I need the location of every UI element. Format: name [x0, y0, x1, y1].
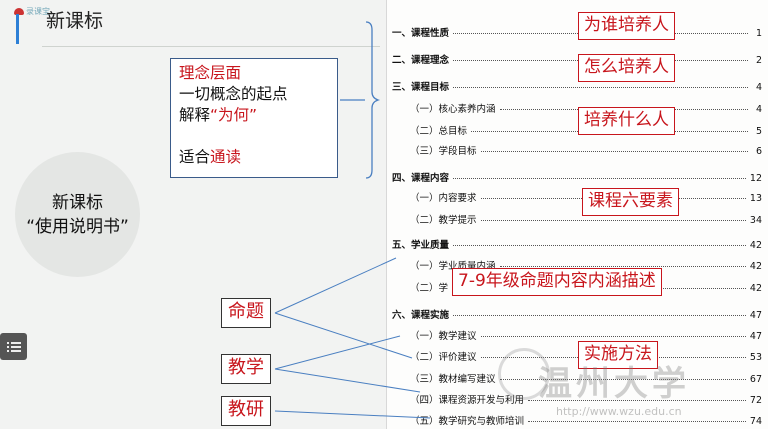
toc-row: （五）教学研究与教师培训 74	[410, 416, 762, 428]
concept-line-4-highlight: 通读	[210, 148, 242, 166]
label-mingti: 命题	[221, 298, 271, 328]
callout-miaoshu: 7-9年级命题内容内涵描述	[452, 268, 662, 296]
toc-row-page: 42	[749, 240, 762, 251]
toc-row: 四、课程内容 12	[392, 173, 762, 185]
toc-row: 一、课程性质 1	[392, 28, 762, 40]
toc-row-leader	[480, 151, 748, 152]
toc-row-title: （五）教学研究与教师培训	[410, 416, 525, 427]
toc-row-leader	[453, 315, 746, 316]
university-seal-watermark	[498, 348, 550, 400]
callout-zenme: 怎么培养人	[578, 54, 675, 82]
toc-row-leader	[480, 336, 746, 337]
toc-row-title: （二）评价建议	[410, 352, 477, 363]
toc-row-page: 47	[749, 331, 762, 342]
toc-row: （三）学段目标 6	[410, 146, 762, 158]
toc-row-title: （一）核心素养内涵	[410, 104, 496, 115]
toc-row-leader	[528, 400, 746, 401]
callout-shenme: 培养什么人	[578, 107, 675, 135]
toc-row: （一）学业质量内涵 42	[410, 261, 762, 273]
label-jiaoxue: 教学	[221, 354, 271, 384]
cloud-logo-icon	[14, 8, 24, 15]
toc-row: （一）教学建议 47	[410, 331, 762, 343]
toc-row: 二、课程理念 2	[392, 55, 762, 67]
list-button[interactable]	[0, 333, 27, 360]
toc-row-title: 三、课程目标	[392, 82, 450, 93]
toc-row: 五、学业质量 42	[392, 240, 762, 252]
toc-row-title: 一、课程性质	[392, 28, 450, 39]
concept-box: 理念层面 一切概念的起点 解释“为何” 适合通读	[170, 58, 338, 178]
callout-fangfa: 实施方法	[578, 341, 658, 369]
toc-row-title: （四）课程资源开发与利用	[410, 395, 525, 406]
concept-line-3-highlight: “为何”	[210, 106, 258, 124]
concept-line-2: 一切概念的起点	[179, 85, 288, 103]
toc-row-title: （二）总目标	[410, 126, 468, 137]
circle-line-1: 新课标	[52, 192, 103, 213]
toc-row-page: 4	[755, 82, 762, 93]
toc-row-title: （一）内容要求	[410, 193, 477, 204]
toc-row-title: 四、课程内容	[392, 173, 450, 184]
app-logo-text: 录课宝	[26, 7, 50, 16]
toc-row-leader	[453, 245, 746, 246]
concept-spacer	[179, 126, 329, 147]
toc-row-title: （一）教学建议	[410, 331, 477, 342]
toc-row-leader	[499, 266, 746, 267]
toc-row: （二）教学提示 34	[410, 215, 762, 227]
toc-row-leader	[499, 379, 746, 380]
toc-row-page: 6	[755, 146, 762, 157]
toc-row-title: （三）学段目标	[410, 146, 477, 157]
concept-line-3: 解释“为何”	[179, 105, 329, 126]
concept-line-1: 理念层面	[179, 64, 242, 82]
concept-line-3-prefix: 解释	[179, 106, 211, 124]
title-divider	[42, 46, 380, 47]
callout-liuyaosu: 课程六要素	[582, 188, 679, 216]
toc-row-page: 72	[749, 395, 762, 406]
concept-line-4: 适合通读	[179, 147, 329, 168]
concept-line-4-prefix: 适合	[179, 148, 211, 166]
toc-row-leader	[453, 87, 748, 88]
circle-line-2: “使用说明书”	[26, 216, 129, 237]
toc-row-page: 47	[749, 310, 762, 321]
toc-row-leader	[453, 178, 746, 179]
toc-row-page: 13	[749, 193, 762, 204]
toc-row: （四）课程资源开发与利用 72	[410, 395, 762, 407]
page-title: 新课标	[46, 10, 104, 32]
label-jiaoyan: 教研	[221, 396, 271, 426]
toc-row-page: 74	[749, 416, 762, 427]
toc-row: （三）教材编写建议 67	[410, 374, 762, 386]
toc-row: 六、课程实施 47	[392, 310, 762, 322]
manual-circle: 新课标 “使用说明书”	[15, 152, 140, 277]
toc-row-page: 42	[749, 261, 762, 272]
toc-row-title: 六、课程实施	[392, 310, 450, 321]
toc-row-page: 53	[749, 352, 762, 363]
toc-row-page: 1	[755, 28, 762, 39]
toc-row-page: 12	[749, 173, 762, 184]
toc-row-page: 4	[755, 104, 762, 115]
title-accent-bar	[16, 14, 19, 44]
toc-row-leader	[528, 421, 746, 422]
toc-row-title: （二）教学提示	[410, 215, 477, 226]
toc-row-page: 42	[749, 283, 762, 294]
toc-row-leader	[480, 220, 746, 221]
watermark-url: http://www.wzu.edu.cn	[556, 405, 682, 418]
toc-row-title: （二）学	[410, 283, 449, 294]
toc-row-page: 67	[749, 374, 762, 385]
toc-row-page: 34	[749, 215, 762, 226]
list-icon	[6, 341, 21, 352]
toc-row: 三、课程目标 4	[392, 82, 762, 94]
toc-row-title: 五、学业质量	[392, 240, 450, 251]
toc-row-title: （三）教材编写建议	[410, 374, 496, 385]
app-logo: 录课宝	[14, 6, 50, 17]
toc-row-page: 5	[755, 126, 762, 137]
callout-weishui: 为谁培养人	[578, 12, 675, 40]
toc-row-page: 2	[755, 55, 762, 66]
watermark-text: 温州大学	[538, 364, 690, 404]
toc-row-title: 二、课程理念	[392, 55, 450, 66]
toc-row-title: （一）学业质量内涵	[410, 261, 496, 272]
